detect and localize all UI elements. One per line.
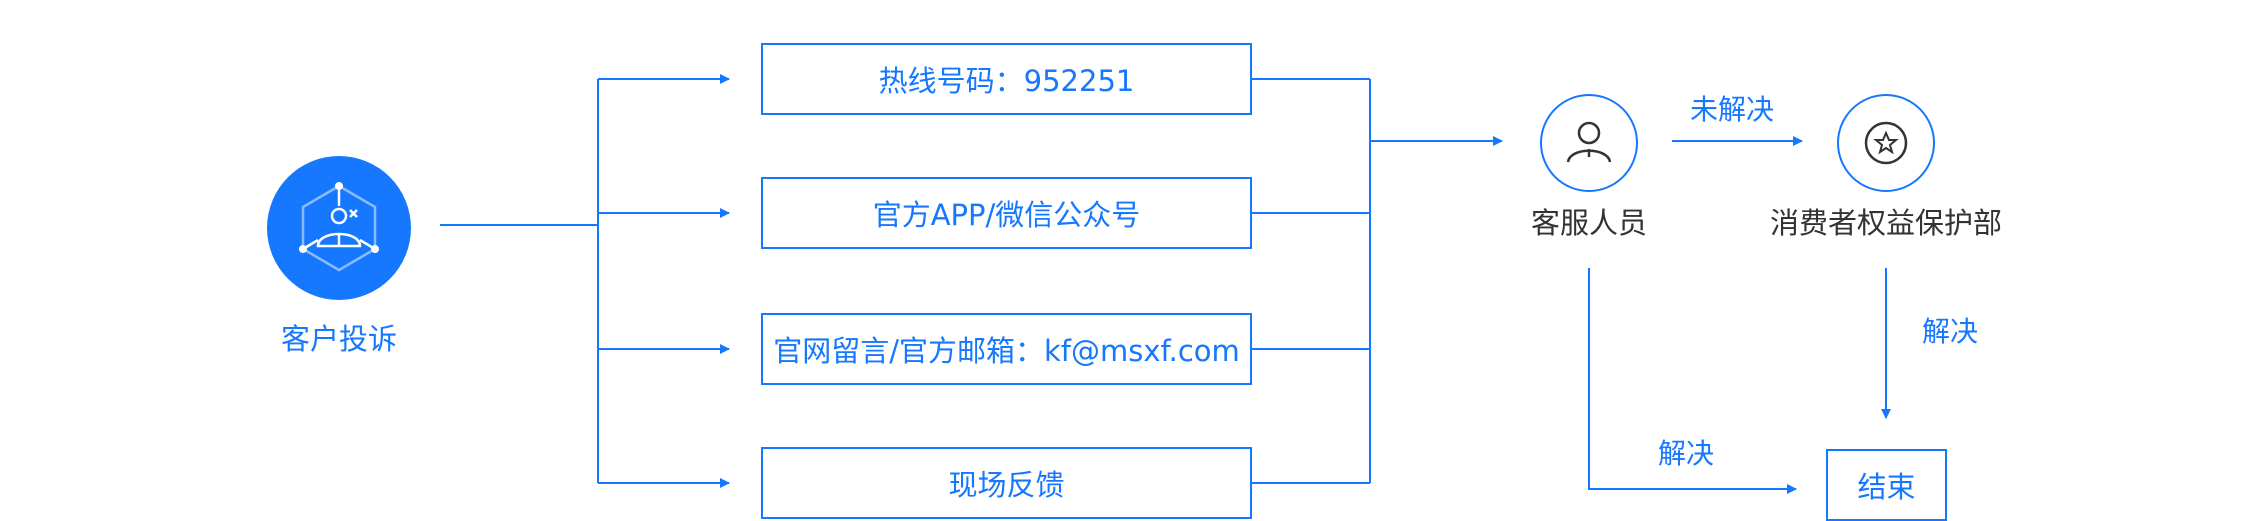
channel-hotline-label: 热线号码：952251 [878, 64, 1135, 98]
star-icon [1864, 121, 1908, 165]
source-label: 客户投诉 [280, 322, 398, 356]
edge-label-resolved-protection: 解决 [1921, 315, 1979, 348]
end-label: 结束 [1857, 470, 1916, 504]
channel-app-wechat-label: 官方APP/微信公众号 [872, 198, 1141, 232]
customer-complaint-icon [301, 184, 377, 272]
channel-hotline: 热线号码：952251 [761, 43, 1252, 115]
protection-circle [1837, 94, 1935, 192]
channel-app-wechat: 官方APP/微信公众号 [761, 177, 1252, 249]
end-box: 结束 [1826, 449, 1947, 521]
protection-label: 消费者权益保护部 [1769, 206, 2003, 240]
source-circle [267, 156, 411, 300]
edge-label-unresolved: 未解决 [1689, 93, 1775, 126]
channel-website-email-label: 官网留言/官方邮箱：kf@msxf.com [773, 334, 1240, 368]
user-icon [1566, 121, 1612, 163]
edge-label-resolved-service: 解决 [1657, 437, 1715, 470]
channel-onsite-label: 现场反馈 [948, 468, 1065, 502]
channel-website-email: 官网留言/官方邮箱：kf@msxf.com [761, 313, 1252, 385]
channel-onsite: 现场反馈 [761, 447, 1252, 519]
service-label: 客服人员 [1530, 206, 1648, 240]
arrow-service-resolved [1588, 268, 1797, 494]
